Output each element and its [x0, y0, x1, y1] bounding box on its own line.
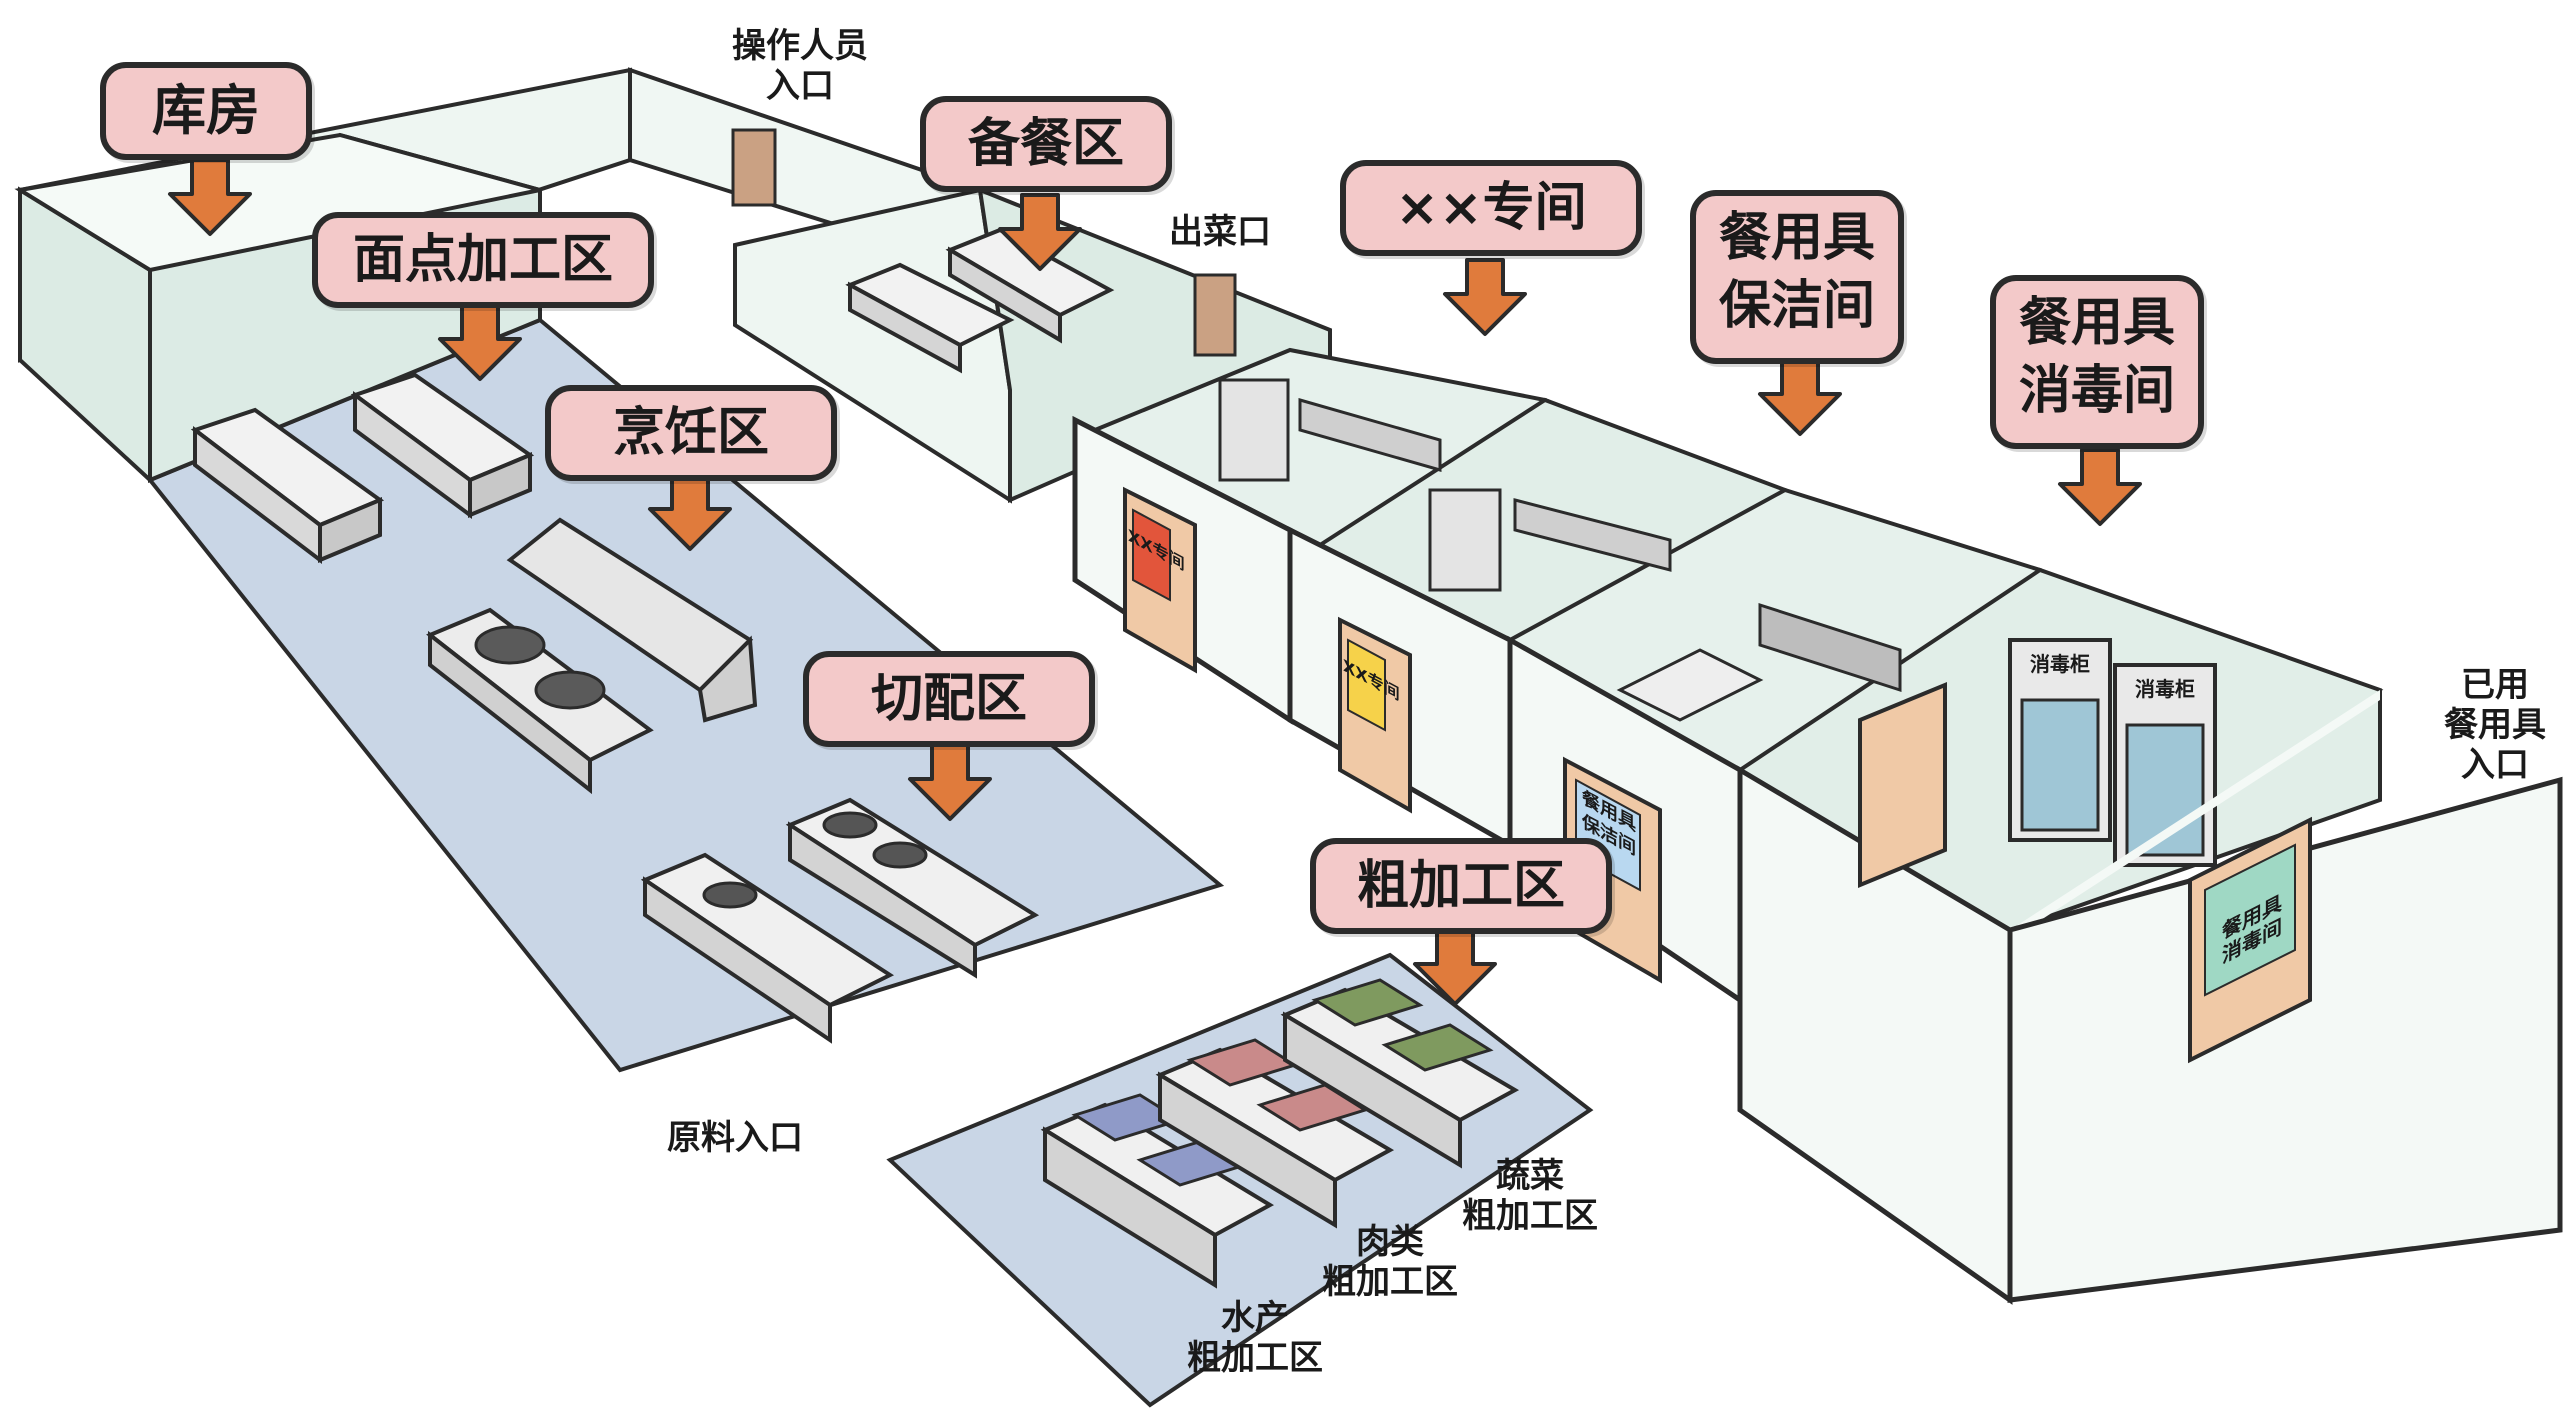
- cooking-label: 烹饪区: [545, 385, 837, 481]
- used-utensil-entrance-label: 已用 餐用具 入口: [2430, 665, 2560, 785]
- cabinet-2-text: 消毒柜: [2135, 677, 2195, 701]
- meat-sublabel: 肉类 粗加工区: [1315, 1222, 1465, 1302]
- utensil-disinfection-line1: 餐用具: [2018, 293, 2175, 353]
- pastry-table-2: [350, 372, 535, 519]
- storage-label: 库房: [100, 62, 312, 160]
- room2-fridge: [1428, 488, 1502, 592]
- used-utensil-line2: 餐用具: [2444, 705, 2546, 745]
- disinfection-arrow-icon: [2058, 448, 2142, 526]
- cutting-table-2: [785, 797, 1040, 979]
- storage-label-text: 库房: [152, 79, 260, 142]
- rough-processing-label: 粗加工区: [1310, 838, 1612, 934]
- cooking-label-text: 烹饪区: [612, 403, 769, 463]
- prep-label-text: 备餐区: [967, 114, 1124, 174]
- prep-table-2: [945, 227, 1115, 344]
- special-room-label: ××专间: [1340, 160, 1642, 256]
- meat-line2: 粗加工区: [1322, 1262, 1458, 1302]
- disinfection-cabinet-2: [2113, 663, 2217, 867]
- cutting-table-1: [640, 852, 895, 1044]
- used-utensil-line3: 入口: [2461, 745, 2529, 785]
- cabinet-1-label: 消毒柜: [2022, 652, 2098, 676]
- room3-sink: [1758, 602, 1902, 693]
- special-room-arrow-icon: [1443, 258, 1527, 336]
- used-utensil-door: [2188, 816, 2312, 1064]
- vegetable-sublabel: 蔬菜 粗加工区: [1455, 1156, 1605, 1236]
- disinfection-cabinet-1: [2008, 638, 2112, 842]
- serving-exit-label: 出菜口: [1160, 212, 1280, 252]
- vegetable-line2: 粗加工区: [1462, 1196, 1598, 1236]
- pastry-label-text: 面点加工区: [352, 230, 613, 290]
- right-block: [1072, 347, 2563, 1305]
- cutting-label-text: 切配区: [870, 669, 1027, 729]
- utensil-disinfection-label: 餐用具 消毒间: [1990, 275, 2204, 449]
- meat-line1: 肉类: [1356, 1222, 1424, 1262]
- rough-processing-label-text: 粗加工区: [1356, 856, 1565, 916]
- serving-exit-door: [1193, 273, 1237, 357]
- rough-processing-area: [886, 952, 1594, 1408]
- room2-counter: [1513, 498, 1672, 572]
- seafood-line2: 粗加工区: [1187, 1338, 1323, 1378]
- vegetable-table: [1280, 978, 1520, 1169]
- room1-counter: [1298, 398, 1442, 472]
- prep-table-1: [845, 262, 1015, 374]
- serving-exit-text: 出菜口: [1169, 212, 1271, 252]
- prep-area: [733, 186, 1332, 504]
- utensil-disinfection-line2: 消毒间: [2018, 361, 2175, 421]
- utensil-cleaning-line2: 保洁间: [1718, 276, 1875, 336]
- cooking-stove: [426, 607, 654, 795]
- staff-entrance-label: 操作人员 入口: [705, 26, 895, 106]
- room1-fridge: [1218, 378, 1290, 482]
- seafood-sublabel: 水产 粗加工区: [1180, 1298, 1330, 1378]
- cabinet-2-label: 消毒柜: [2127, 677, 2203, 701]
- prep-label: 备餐区: [920, 96, 1172, 192]
- staff-door: [731, 128, 777, 207]
- room4-front-wall: [2010, 690, 2380, 940]
- vegetable-line1: 蔬菜: [1496, 1156, 1564, 1196]
- raw-material-text: 原料入口: [667, 1118, 803, 1158]
- pastry-table-1: [190, 407, 385, 565]
- cooking-hood: [506, 517, 758, 723]
- room1-door: [1123, 486, 1197, 674]
- cutting-label: 切配区: [803, 651, 1095, 747]
- raw-material-entrance-label: 原料入口: [655, 1118, 815, 1158]
- room4-door: [1858, 682, 1947, 888]
- used-utensil-line1: 已用: [2461, 665, 2529, 705]
- used-utensil-wall: [2007, 776, 2563, 1303]
- seafood-line1: 水产: [1221, 1298, 1289, 1338]
- cabinet-1-text: 消毒柜: [2030, 652, 2090, 676]
- room2-door: [1338, 616, 1412, 814]
- cleaning-arrow-icon: [1758, 358, 1842, 436]
- room3-table: [1616, 648, 1764, 722]
- pastry-label: 面点加工区: [312, 212, 654, 308]
- staff-entrance-line2: 入口: [766, 66, 834, 106]
- special-room-label-text: ××专间: [1395, 178, 1587, 238]
- utensil-cleaning-line1: 餐用具: [1718, 208, 1875, 268]
- utensil-cleaning-label: 餐用具 保洁间: [1690, 190, 1904, 364]
- staff-entrance-line1: 操作人员: [732, 26, 868, 66]
